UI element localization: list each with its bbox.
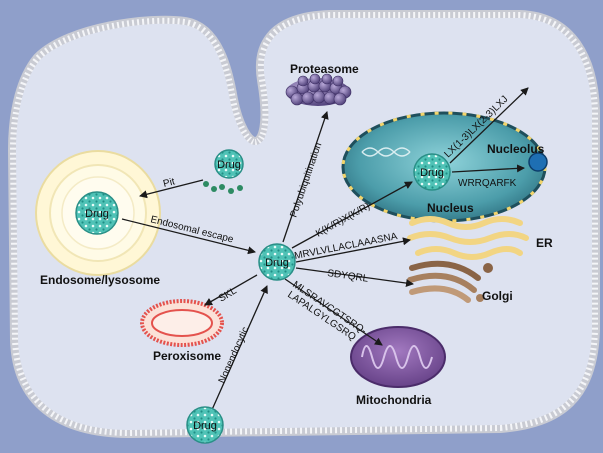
drug-membrane: Drug xyxy=(186,406,224,444)
drug-in-nucleus: Drug xyxy=(413,153,451,191)
mitochondria-label: Mitochondria xyxy=(356,393,432,407)
arrow-golgi xyxy=(295,267,414,288)
arrow-peroxisome xyxy=(204,274,258,306)
endoplasmic-reticulum xyxy=(407,216,529,260)
svg-text:Drug: Drug xyxy=(193,420,217,432)
arrow-nls xyxy=(291,181,413,249)
proteasome xyxy=(285,73,352,106)
drug-in-endosome: Drug xyxy=(75,191,119,235)
nucleolus-label: Nucleolus xyxy=(487,142,545,156)
pathway-arrows xyxy=(121,87,529,413)
peroxisome xyxy=(140,299,224,347)
arrow-pit xyxy=(139,179,204,199)
nucleolus xyxy=(528,152,548,172)
drug-entering-pit: Drug xyxy=(203,149,244,194)
svg-text:Drug: Drug xyxy=(420,167,444,179)
svg-text:Drug: Drug xyxy=(265,257,289,269)
pit-label: Pit xyxy=(162,176,176,190)
drug-cytoplasm: Drug xyxy=(258,243,296,281)
arrow-er xyxy=(295,237,411,263)
arrow-polyubiquitination xyxy=(282,111,329,243)
svg-text:Drug: Drug xyxy=(85,208,109,220)
nucleus-label: Nucleus xyxy=(427,201,474,215)
golgi xyxy=(407,260,493,303)
svg-text:Drug: Drug xyxy=(217,159,241,171)
endosome-lysosome-label: Endosome/lysosome xyxy=(40,273,160,287)
dna-helix xyxy=(361,147,411,157)
arrow-nucleolus xyxy=(451,164,525,173)
arrow-nuclear-export xyxy=(449,87,529,164)
organelle-labels: Proteasome Nucleolus Nucleus Endosome/ly… xyxy=(40,62,553,407)
mitochondria xyxy=(350,326,446,388)
proteasome-label: Proteasome xyxy=(290,62,359,76)
arrow-mitochondria xyxy=(284,278,383,346)
er-label: ER xyxy=(536,236,553,250)
drug-particles: Drug Drug Drug Drug Drug xyxy=(75,149,451,444)
golgi-label: Golgi xyxy=(482,289,513,303)
arrow-endosomal-escape xyxy=(121,218,256,255)
arrow-nonendocytic xyxy=(210,285,268,413)
peroxisome-label: Peroxisome xyxy=(153,349,221,363)
nucleolus-signal-label: WRRQARFK xyxy=(458,178,517,189)
